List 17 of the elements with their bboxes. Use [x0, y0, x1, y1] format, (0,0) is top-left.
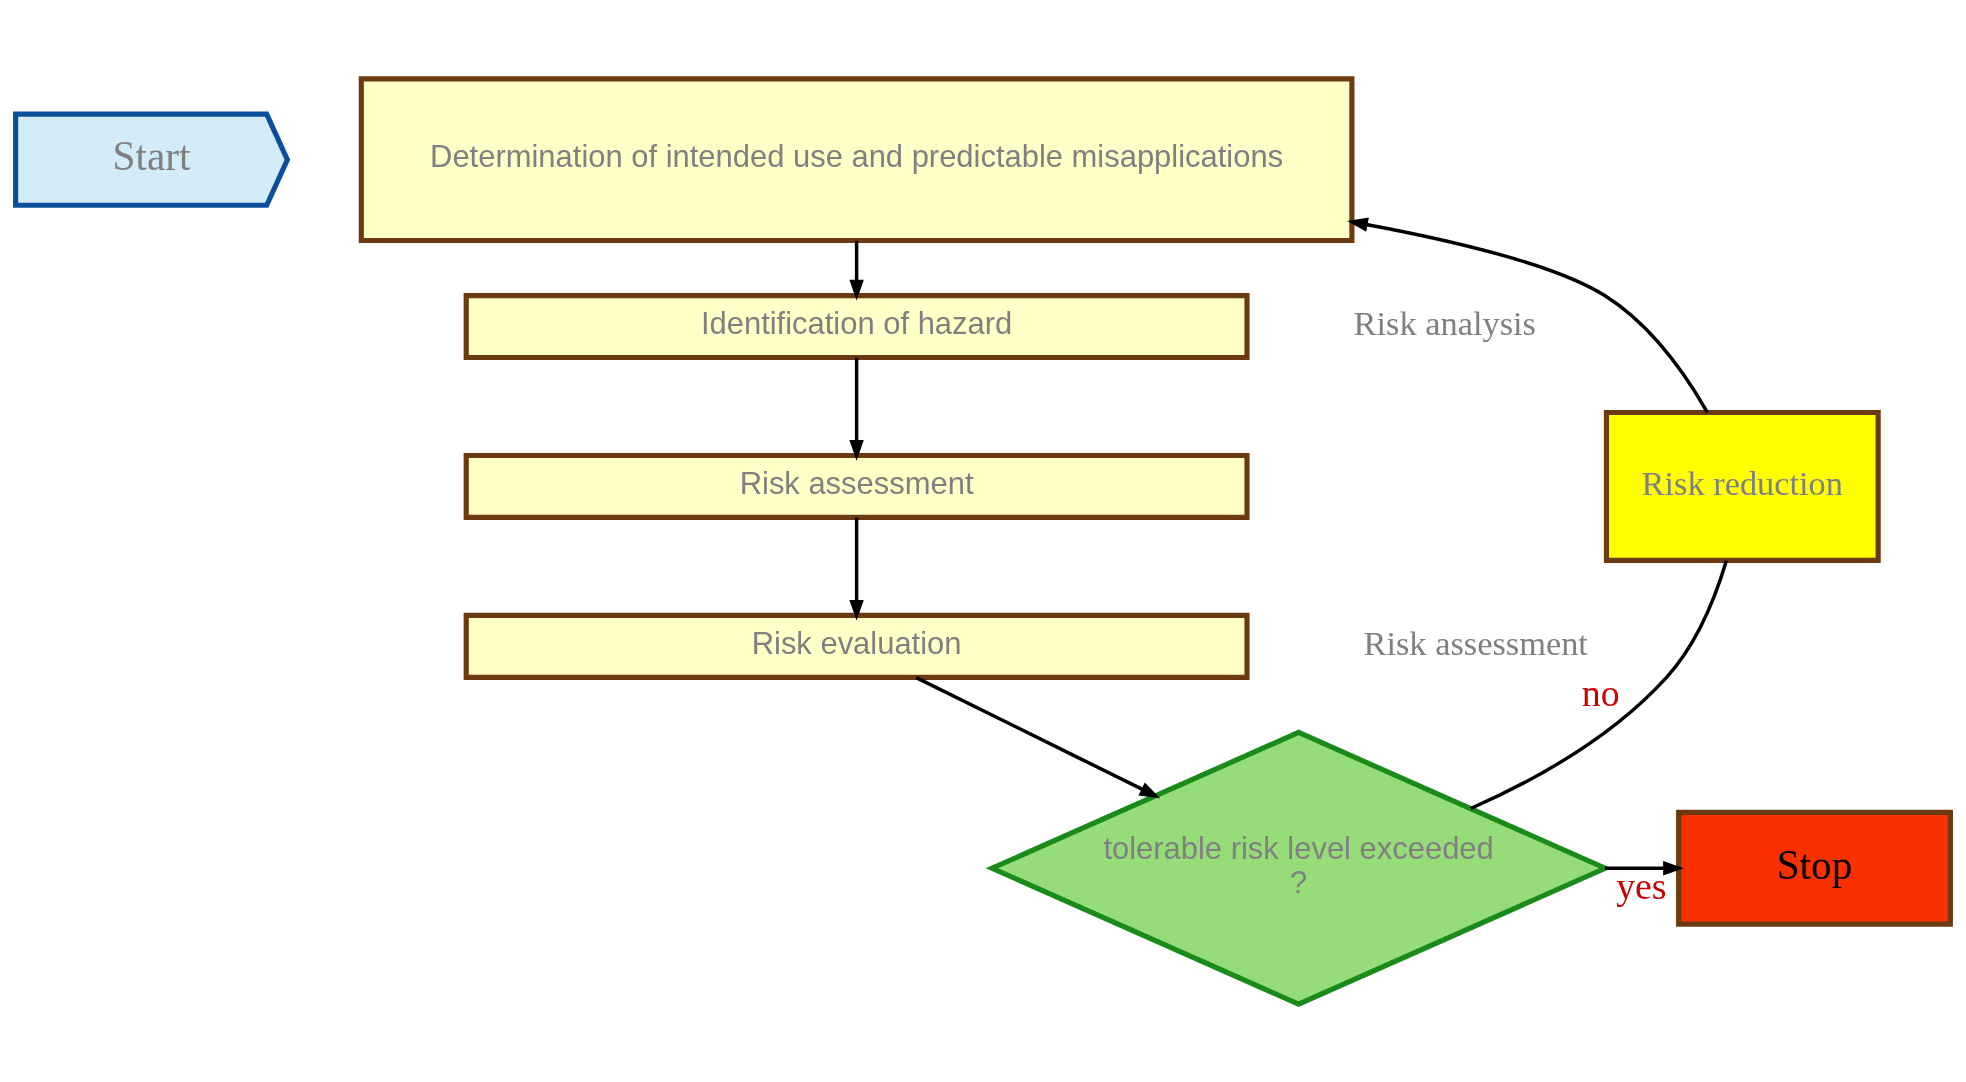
- edge-label: yes: [1616, 864, 1667, 907]
- arrow: [915, 675, 1161, 798]
- node-box: Identification of hazard: [463, 292, 1250, 360]
- label: Risk assessment: [1363, 623, 1588, 662]
- arrow: [1604, 860, 1684, 875]
- node-box: Stop: [1676, 809, 1953, 927]
- node-box: Risk reduction: [1603, 409, 1881, 563]
- node-box: Risk evaluation: [463, 612, 1250, 680]
- connector: [1469, 559, 1728, 810]
- arrow: [1347, 217, 1709, 413]
- node-box: Risk assessment: [463, 452, 1250, 520]
- node-box: Determination of intended use and predictable misapplications: [358, 75, 1355, 243]
- arrow: [849, 517, 864, 621]
- label: Risk analysis: [1353, 303, 1536, 342]
- arrow: [849, 240, 864, 301]
- arrow: [849, 357, 864, 461]
- edge-label: no: [1581, 671, 1620, 714]
